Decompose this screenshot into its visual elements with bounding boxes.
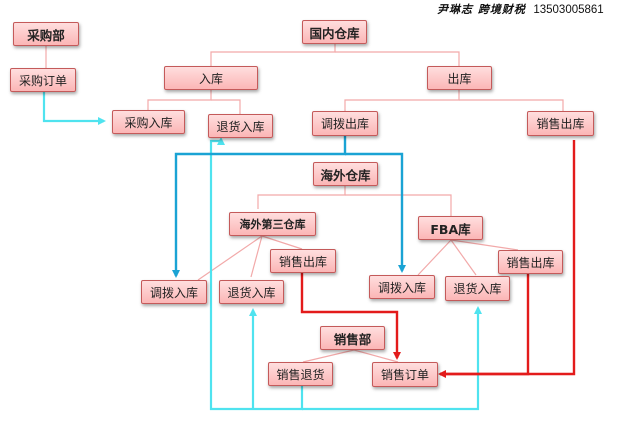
domestic-warehouse-node: 国内仓库: [302, 20, 367, 44]
fba-sales-outbound-node: 销售出库: [498, 250, 563, 274]
purchasing-dept-node: 采购部: [13, 22, 79, 46]
return-flows: [209, 137, 482, 411]
transfer-outbound-node: 调拨出库: [312, 111, 378, 136]
flow-fba-sales-out-to-order: [440, 274, 530, 376]
inbound-node: 入库: [164, 66, 258, 90]
tp-sales-outbound-node: 销售出库: [270, 249, 336, 273]
line-tp-to-sales-out: [261, 235, 303, 250]
flow-tp-sales-out-to-order: [300, 272, 401, 360]
flow-return-to-domestic-return-inbound: [209, 137, 304, 411]
sales-order-node: 销售订单: [372, 362, 438, 387]
line-inbound-to-return: [211, 99, 241, 114]
line-outbound-to-transfer: [344, 90, 460, 111]
flow-transfer-to-fba-transfer-inbound: [345, 152, 406, 273]
sales-flows: [300, 140, 576, 378]
line-sales-to-return: [302, 349, 355, 363]
line-overseas-to-fba: [345, 194, 452, 216]
domestic-return-inbound-node: 退货入库: [208, 114, 273, 138]
tp-return-inbound-node: 退货入库: [219, 280, 284, 304]
overseas-warehouse-node: 海外仓库: [313, 162, 378, 186]
line-fba-to-transfer-in: [417, 239, 452, 276]
line-domestic-to-outbound: [335, 51, 460, 66]
fba-return-inbound-node: 退货入库: [445, 276, 510, 301]
line-fba-to-sales-out: [450, 239, 519, 251]
purchase-inbound-node: 采购入库: [112, 110, 185, 134]
sales-return-node: 销售退货: [268, 362, 333, 386]
flow-order-to-purchase-inbound: [42, 92, 106, 125]
fba-warehouse-node: FBA库: [418, 216, 483, 240]
transfer-flows: [172, 136, 406, 278]
purchase-order-node: 采购订单: [10, 68, 76, 92]
line-outbound-to-sales: [459, 99, 564, 111]
overseas-third-party-warehouse-node: 海外第三仓库: [229, 212, 316, 236]
line-inbound-to-purchase: [147, 90, 212, 110]
line-tp-to-return-in: [250, 235, 263, 278]
tree-lines: [45, 44, 564, 363]
fba-transfer-inbound-node: 调拨入库: [369, 275, 435, 299]
outbound-node: 出库: [427, 66, 492, 90]
flow-return-to-fba-return-inbound: [302, 306, 482, 411]
watermark-author: 尹琳志 跨境财税: [437, 3, 526, 16]
flow-transfer-to-tp-transfer-inbound: [172, 136, 347, 278]
line-tp-to-transfer-in: [197, 235, 263, 281]
sales-dept-node: 销售部: [320, 326, 385, 350]
domestic-sales-outbound-node: 销售出库: [527, 111, 594, 136]
tp-transfer-inbound-node: 调拨入库: [141, 280, 207, 304]
watermark-phone: 13503005861: [533, 4, 604, 16]
line-domestic-to-inbound: [210, 44, 336, 66]
line-overseas-to-tp: [257, 186, 346, 209]
watermark: 尹琳志 跨境财税 13503005861: [437, 1, 604, 17]
line-fba-to-return-in: [450, 239, 477, 276]
line-sales-to-order: [353, 349, 399, 363]
